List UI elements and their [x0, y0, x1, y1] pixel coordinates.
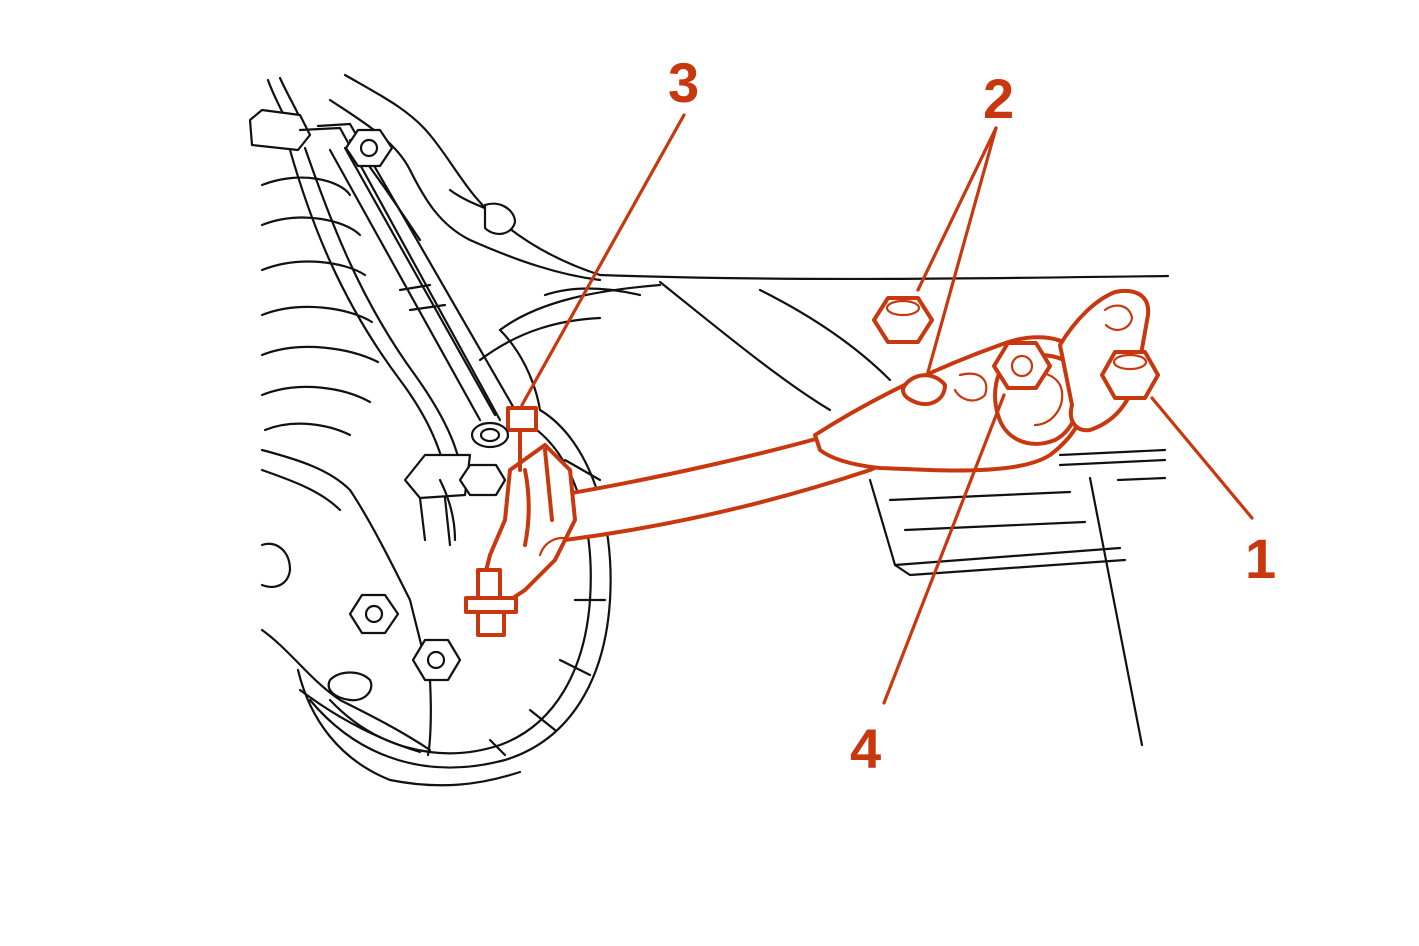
link-bushing	[458, 421, 510, 497]
brake-rotor	[296, 328, 612, 787]
strut-top-nut	[344, 128, 394, 168]
stabilizer-link	[464, 406, 577, 637]
leader-line-2a	[916, 126, 998, 292]
bracket-nut	[1100, 350, 1160, 400]
knuckle-bolts	[348, 593, 462, 682]
leader-line-3	[520, 113, 686, 407]
clamp-bolt	[992, 341, 1052, 390]
leader-line-2b	[926, 126, 998, 374]
coil-spring	[260, 176, 380, 437]
steering-knuckle	[260, 448, 457, 757]
leader-lines	[520, 113, 1254, 705]
chassis-frame	[598, 273, 1170, 747]
stabilizer-bracket	[813, 289, 1151, 473]
strut-assembly	[248, 76, 517, 547]
leader-line-4	[882, 393, 1006, 705]
callout-3: 3	[668, 51, 699, 114]
callout-1: 1	[1245, 527, 1276, 590]
loose-nut	[872, 296, 934, 344]
leader-line-1	[1150, 396, 1254, 520]
callout-labels: 1 2 3 4	[668, 51, 1276, 780]
callout-4: 4	[850, 717, 881, 780]
callout-2: 2	[983, 67, 1014, 130]
body-structure	[328, 73, 662, 362]
